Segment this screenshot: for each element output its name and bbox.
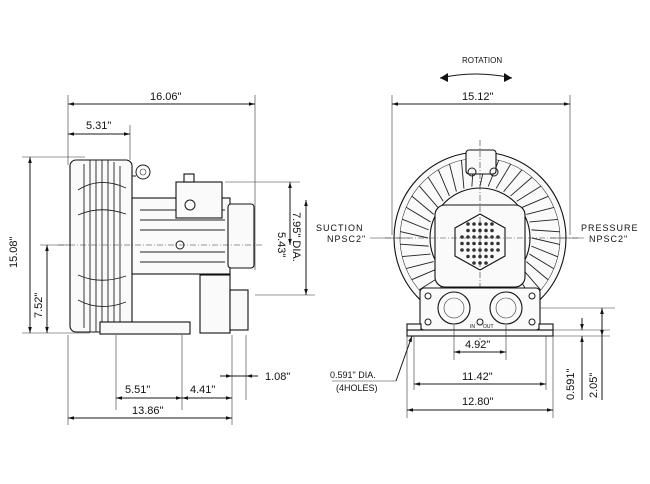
housing-fin <box>531 237 560 245</box>
housing-fin <box>521 195 549 208</box>
housing-fin <box>449 163 457 192</box>
overall-length-label: 16.06" <box>150 91 182 103</box>
pressure-port-label: NPSC2" <box>589 234 628 244</box>
base-front-label: 5.51" <box>125 384 150 396</box>
housing-fin <box>460 160 465 189</box>
grille-hole <box>472 254 476 259</box>
motor-foot <box>199 274 231 334</box>
base-rear-label: 1.08" <box>265 371 290 383</box>
grille-hole <box>472 261 476 265</box>
housing-fin <box>526 207 555 215</box>
hole-count-label: (4HOLES) <box>336 383 378 393</box>
grille-hole <box>484 228 488 233</box>
front-view: ROTATION 15.12" SUCTION NPSC2" PRESSURE … <box>316 56 639 418</box>
grille-hole <box>484 241 488 246</box>
grille-hole <box>466 254 470 259</box>
grille-hole <box>490 228 494 233</box>
grille-hole <box>496 241 500 246</box>
hole-spacing-label: 11.42" <box>462 371 493 383</box>
housing-fin <box>503 169 523 192</box>
rotation-arrow <box>439 73 513 79</box>
housing-fin <box>529 253 555 270</box>
grille-hole <box>484 261 488 265</box>
grille-holes <box>460 222 500 265</box>
grille-hole <box>460 248 464 252</box>
base-plate <box>406 329 554 337</box>
housing-fin <box>427 176 444 202</box>
housing-fin <box>437 169 450 197</box>
grille-hole <box>466 241 470 246</box>
suction-label: SUCTION <box>316 223 364 233</box>
housing-fin <box>529 218 558 223</box>
grille-hole <box>472 248 476 252</box>
housing-fin <box>400 231 429 239</box>
grille-hole <box>490 248 494 252</box>
housing-fin <box>495 163 512 189</box>
terminal-box <box>175 181 223 219</box>
motor-end-cap <box>227 203 255 269</box>
hole-dia-label: 0.591" DIA. <box>330 370 376 380</box>
housing-fin <box>516 185 542 202</box>
center-height-label: 7.52" <box>33 293 45 318</box>
grille-hole <box>460 241 464 246</box>
base-mid-label: 4.41" <box>190 384 215 396</box>
lifting-eye <box>135 164 151 180</box>
grille-hole <box>472 228 476 233</box>
grille-hole <box>466 248 470 252</box>
grille-hole <box>484 254 488 259</box>
housing-fin <box>402 253 431 258</box>
base-length-label: 13.86" <box>132 405 164 417</box>
grille-hole <box>478 222 482 226</box>
port-out-label: OUT <box>483 324 494 330</box>
pressure-port <box>489 291 523 325</box>
grille-hole <box>490 254 494 259</box>
grille-hole <box>472 241 476 246</box>
grille-hole <box>466 228 470 233</box>
housing-fin <box>531 229 560 233</box>
housing-fin <box>510 176 533 197</box>
side-view: 16.06" 5.31" 15.08" 7.52" <box>8 91 315 425</box>
housing-fin <box>402 218 429 231</box>
rotation-label: ROTATION <box>462 56 502 65</box>
overall-height-label: 15.08" <box>8 236 20 268</box>
pressure-label: PRESSURE <box>581 223 639 233</box>
foot-height-label: 0.591" <box>565 368 577 400</box>
grille-hole <box>484 222 488 226</box>
housing-fin <box>531 245 558 258</box>
grille-hole <box>478 254 482 259</box>
inlet-offset-label: 5.31" <box>86 120 111 132</box>
port-height-label: 2.05" <box>588 373 600 398</box>
suction-port-label: NPSC2" <box>327 234 366 244</box>
suction-port <box>437 291 471 325</box>
grille-hole <box>484 248 488 252</box>
motor-foot-plate <box>229 289 249 331</box>
overall-width-label: 15.12" <box>462 91 494 103</box>
housing-fin <box>405 206 431 223</box>
housing-fin <box>400 243 429 247</box>
port-spacing-label: 4.92" <box>465 339 490 351</box>
housing-fin <box>411 268 439 281</box>
grille-hole <box>490 241 494 246</box>
grille-hole <box>490 222 494 226</box>
housing-fin <box>405 261 434 269</box>
housing-fin <box>418 185 439 208</box>
housing-fin <box>411 195 434 215</box>
housing-fins <box>77 160 127 332</box>
grille-hole <box>472 222 476 226</box>
housing-fin <box>526 261 549 281</box>
base-width-label: 12.80" <box>462 396 494 408</box>
grille-hole <box>466 222 470 226</box>
grille-hole <box>496 248 500 252</box>
blower-foot <box>99 321 191 335</box>
motor-offset-label: 5.43" <box>275 232 287 257</box>
port-in-label: IN <box>470 324 475 330</box>
motor-dia-label: 7.95" DIA. <box>290 212 302 262</box>
